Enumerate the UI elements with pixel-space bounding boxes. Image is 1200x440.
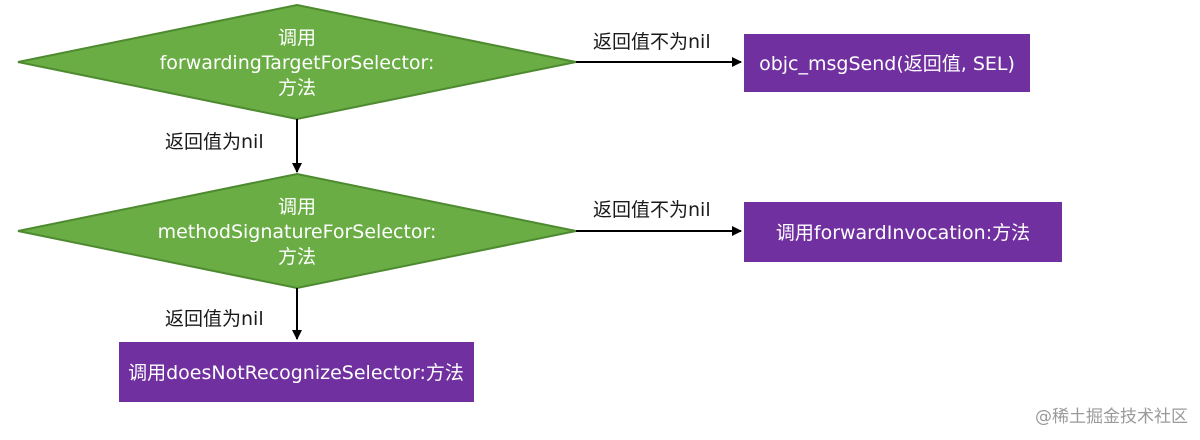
box-rect	[744, 34, 1030, 92]
decision-method-signature: 调用 methodSignatureForSelector: 方法	[17, 172, 577, 290]
box-label: objc_msgSend(返回值, SEL)	[759, 53, 1015, 75]
box-label: 调用doesNotRecognizeSelector:方法	[128, 362, 464, 384]
edge-label-nil: 返回值为nil	[165, 131, 264, 153]
decision-line-3: 方法	[278, 246, 316, 268]
decision-line-1: 调用	[278, 196, 316, 218]
box-rect	[744, 202, 1062, 262]
decision-line-2: forwardingTargetForSelector:	[160, 52, 435, 74]
decision-forwarding-target: 调用 forwardingTargetForSelector: 方法	[17, 3, 577, 121]
edge-label-nil: 返回值为nil	[165, 308, 264, 330]
watermark: @稀土掘金技术社区	[1035, 407, 1188, 427]
box-does-not-recognize: 调用doesNotRecognizeSelector:方法	[119, 342, 474, 402]
edge-label-not-nil: 返回值不为nil	[593, 199, 711, 221]
decision-line-3: 方法	[278, 77, 316, 99]
box-rect	[119, 342, 474, 402]
edge-label-not-nil: 返回值不为nil	[593, 31, 711, 53]
decision-line-2: methodSignatureForSelector:	[158, 221, 437, 243]
decision-line-1: 调用	[278, 27, 316, 49]
box-objc-msgsend: objc_msgSend(返回值, SEL)	[744, 34, 1030, 92]
box-forward-invocation: 调用forwardInvocation:方法	[744, 202, 1062, 262]
box-label: 调用forwardInvocation:方法	[776, 222, 1030, 244]
